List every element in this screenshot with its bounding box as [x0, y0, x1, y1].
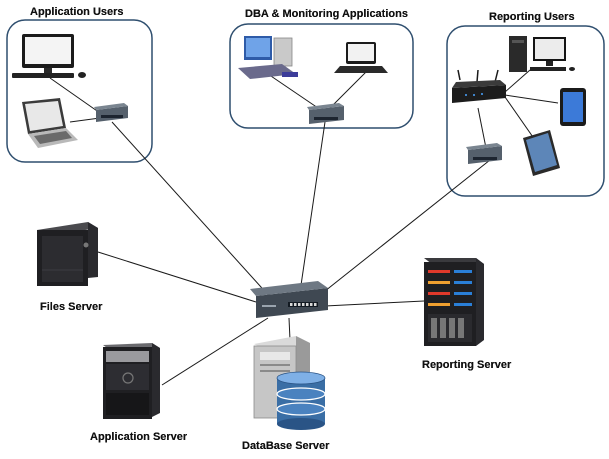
- wireless-router-icon: [452, 69, 506, 103]
- link-appusers-core: [111, 121, 271, 298]
- laptop-icon: [334, 42, 388, 73]
- core-network-switch-icon: [250, 281, 328, 318]
- group-box-application-users: [6, 19, 153, 163]
- group-label-reporting-users: Reporting Users: [489, 11, 575, 23]
- network-switch-icon: [307, 103, 344, 124]
- tower-server-icon: [37, 222, 98, 286]
- desktop-computer-icon: [509, 36, 575, 72]
- link-appserver-core: [161, 317, 269, 386]
- link-router-switch: [477, 107, 487, 149]
- network-switch-icon: [466, 143, 502, 164]
- link-appusers-desktop: [49, 77, 101, 114]
- link-router-tablet-1: [504, 94, 559, 104]
- group-label-application-users: Application Users: [30, 6, 124, 18]
- group-box-reporting-users: [446, 25, 605, 197]
- link-reportserver-core: [324, 300, 425, 307]
- tower-server-icon: [103, 343, 160, 419]
- server-label-database: DataBase Server: [242, 440, 330, 452]
- link-dba-core: [299, 121, 326, 293]
- desktop-computer-icon: [238, 36, 298, 79]
- desktop-computer-icon: [12, 34, 86, 78]
- link-appusers-laptop: [69, 117, 101, 123]
- server-label-files: Files Server: [40, 301, 103, 313]
- server-label-reporting: Reporting Server: [422, 359, 512, 371]
- link-files-core: [97, 251, 257, 303]
- connection-lines: [49, 69, 559, 386]
- link-router-tablet-2: [504, 96, 536, 141]
- rack-server-icon: [424, 258, 484, 346]
- tablet-icon: [523, 130, 560, 176]
- group-box-dba-monitoring: [229, 23, 414, 129]
- link-router-desktop: [504, 69, 531, 93]
- group-label-dba-monitoring: DBA & Monitoring Applications: [245, 8, 408, 20]
- link-reporting-core: [319, 159, 491, 296]
- tablet-icon: [560, 88, 586, 126]
- link-dba-laptop: [329, 71, 367, 109]
- link-dbserver-core: [288, 317, 291, 341]
- server-label-application: Application Server: [90, 431, 188, 443]
- link-dba-desktop: [264, 71, 319, 109]
- database-icon: [253, 336, 326, 430]
- network-switch-icon: [94, 103, 128, 122]
- laptop-icon: [22, 98, 78, 148]
